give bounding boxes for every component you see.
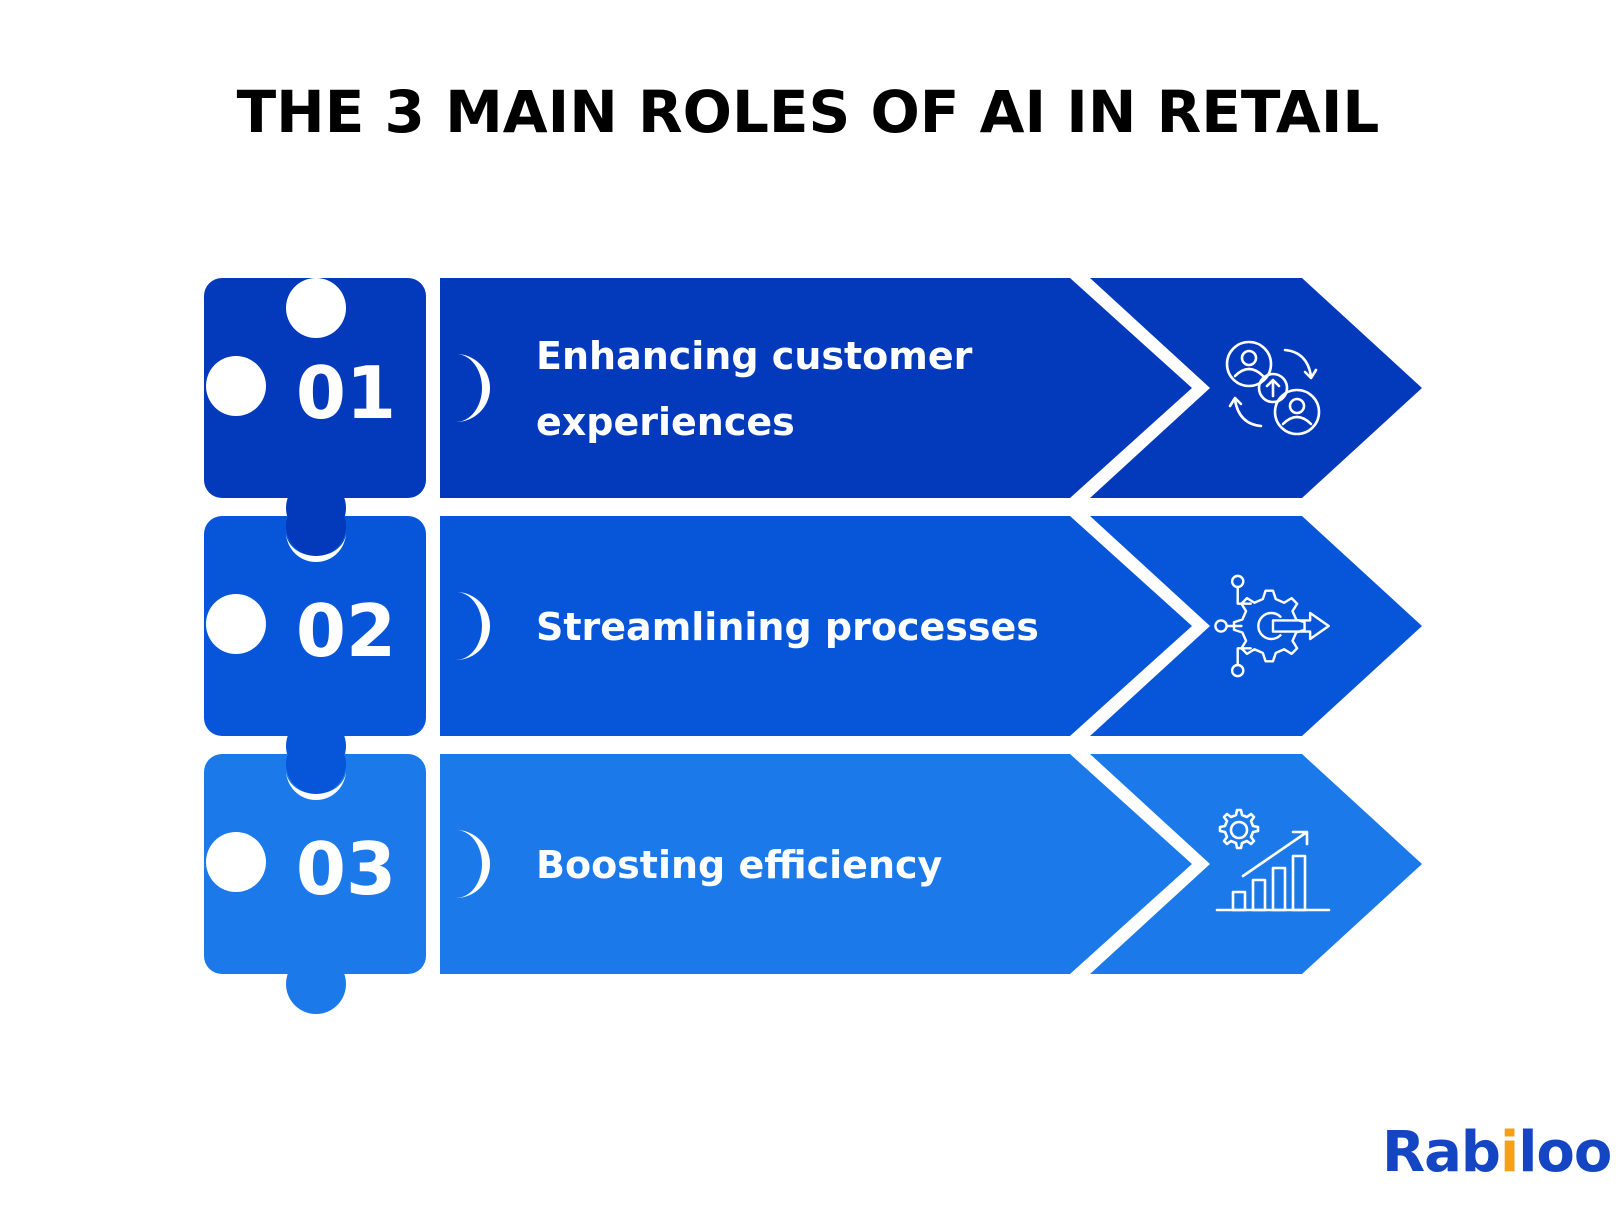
step-arrow-body — [440, 516, 1192, 736]
puzzle-tab-connector — [286, 734, 346, 794]
puzzle-piece — [204, 516, 426, 736]
step-arrow-tip — [1090, 278, 1422, 498]
step-label-line: experiences — [536, 400, 795, 444]
puzzle-crescent — [456, 592, 490, 660]
puzzle-tab-highlight — [286, 532, 346, 562]
step-arrow-tip — [1090, 516, 1422, 736]
step-arrow-body — [440, 754, 1192, 974]
puzzle-socket-left — [206, 832, 266, 892]
step-number: 01 — [296, 351, 396, 435]
puzzle-piece — [204, 278, 426, 498]
puzzle-crescent — [456, 354, 490, 422]
rabiloo-logo: Rabiloo — [1382, 1120, 1612, 1185]
step-label-line: Streamlining processes — [536, 605, 1039, 649]
step-label-line: Enhancing customer — [536, 334, 973, 378]
puzzle-piece — [204, 754, 426, 974]
step-arrow-body — [440, 278, 1192, 498]
puzzle-tab-connector — [286, 496, 346, 556]
puzzle-crescent — [456, 830, 490, 898]
step-number: 03 — [296, 827, 396, 911]
step-number: 02 — [296, 589, 396, 673]
step-arrow-tip — [1090, 754, 1422, 974]
puzzle-socket-left — [206, 594, 266, 654]
step-1: 01 Enhancing customer experiences — [204, 278, 1422, 538]
puzzle-tab — [286, 954, 346, 1014]
puzzle-tab-highlight — [286, 770, 346, 800]
step-label-line: Boosting efficiency — [536, 843, 943, 887]
puzzle-socket — [286, 278, 346, 338]
puzzle-socket-left — [206, 356, 266, 416]
step-2: 02 Streamlining processes — [204, 516, 1422, 776]
step-3: 03 Boosting efficiency — [204, 754, 1422, 1014]
page-title: THE 3 MAIN ROLES OF AI IN RETAIL — [236, 78, 1380, 146]
